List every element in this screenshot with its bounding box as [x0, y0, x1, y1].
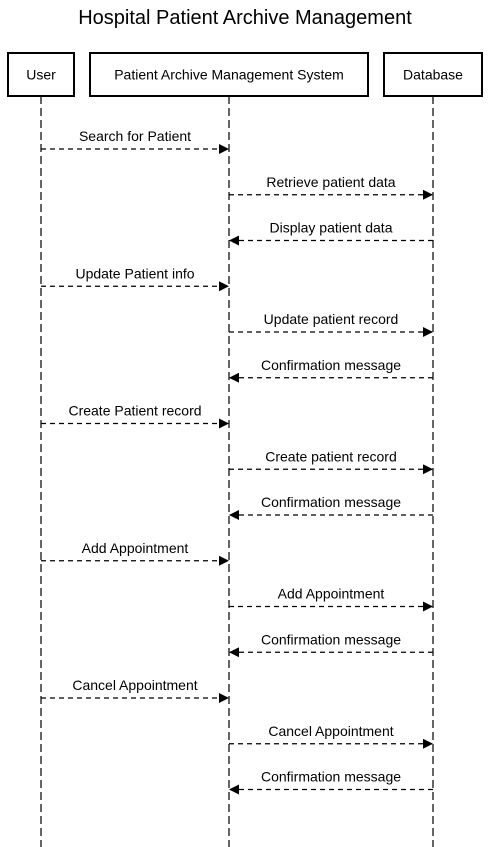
message-12: Confirmation message: [229, 631, 433, 658]
participant-label-user: User: [26, 67, 56, 83]
message-label: Update patient record: [264, 311, 399, 327]
message-2: Retrieve patient data: [229, 174, 433, 200]
message-label: Display patient data: [270, 220, 393, 236]
message-label: Cancel Appointment: [72, 677, 197, 693]
participant-user: User: [7, 52, 75, 847]
message-14: Cancel Appointment: [229, 723, 433, 749]
participants: User Patient Archive Management System Dat…: [7, 52, 483, 847]
message-3: Display patient data: [229, 220, 433, 246]
message-label: Confirmation message: [261, 357, 401, 373]
message-label: Search for Patient: [79, 128, 191, 144]
message-1: Search for Patient: [41, 128, 229, 154]
message-9: Confirmation message: [229, 494, 433, 520]
message-15: Confirmation message: [229, 769, 433, 795]
participant-box-system: [89, 52, 369, 97]
message-10: Add Appointment: [41, 540, 229, 566]
participant-box-user: [7, 52, 75, 97]
message-label: Confirmation message: [261, 769, 401, 785]
participant-db: Database: [383, 52, 483, 847]
diagram-title: Hospital Patient Archive Management: [78, 7, 412, 29]
participant-label-db: Database: [403, 67, 463, 83]
message-label: Confirmation message: [261, 631, 401, 647]
message-label: Create patient record: [265, 448, 397, 464]
message-8: Create patient record: [229, 448, 433, 475]
message-11: Add Appointment: [229, 586, 433, 612]
participant-box-db: [383, 52, 483, 97]
message-label: Add Appointment: [278, 586, 385, 602]
message-13: Cancel Appointment: [41, 677, 229, 703]
message-label: Create Patient record: [68, 403, 201, 419]
participant-label-system: Patient Archive Management System: [114, 67, 344, 83]
message-label: Retrieve patient data: [266, 174, 395, 190]
message-label: Update Patient info: [75, 265, 194, 281]
message-label: Confirmation message: [261, 494, 401, 510]
message-7: Create Patient record: [41, 403, 229, 429]
message-5: Update patient record: [229, 311, 433, 337]
participant-system: Patient Archive Management System: [89, 52, 369, 847]
message-label: Cancel Appointment: [268, 723, 393, 739]
message-label: Add Appointment: [82, 540, 189, 556]
message-6: Confirmation message: [229, 357, 433, 383]
message-4: Update Patient info: [41, 265, 229, 292]
